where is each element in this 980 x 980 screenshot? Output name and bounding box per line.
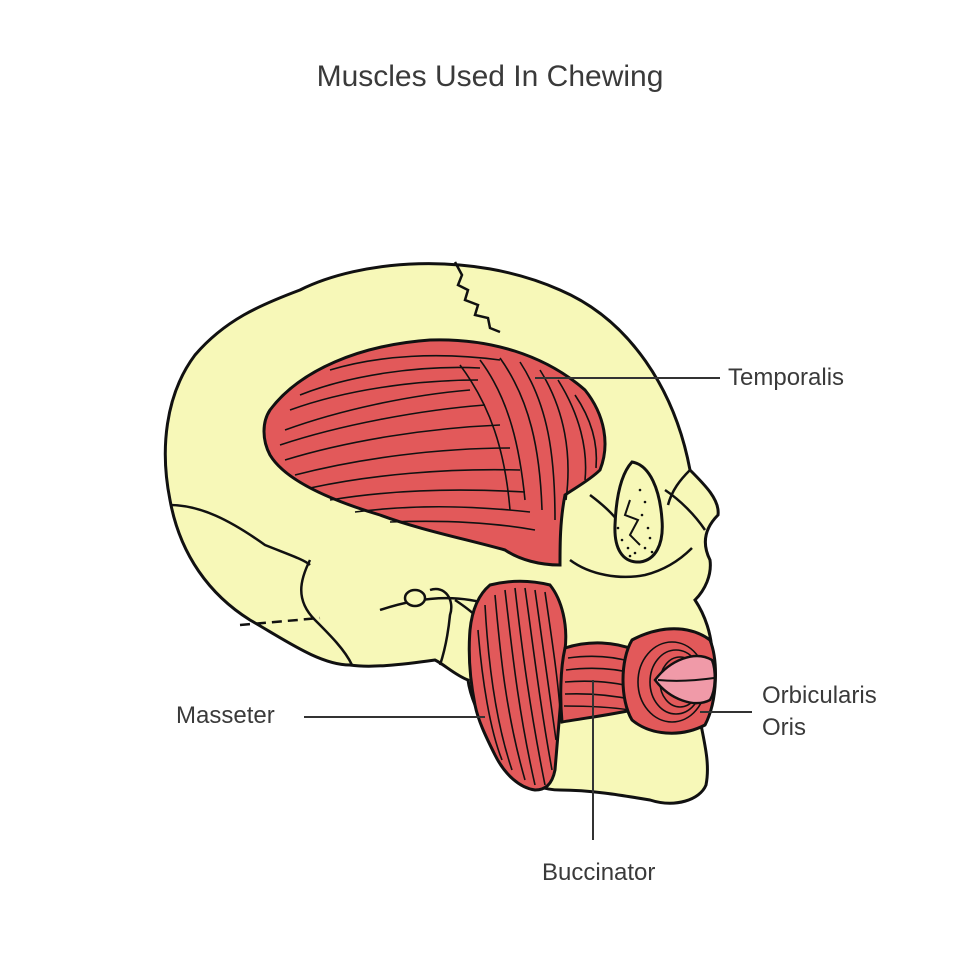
- buccinator-muscle: [559, 641, 640, 724]
- orbicularis-label-line2: Oris: [762, 714, 806, 741]
- lips: [653, 654, 716, 705]
- masseter-muscle: [467, 579, 568, 792]
- temporalis-muscle: [262, 338, 607, 567]
- orbicularis-oris-muscle: [621, 627, 717, 735]
- lambdoid-suture: [300, 559, 354, 666]
- squamosal-suture: [169, 503, 311, 566]
- maxilla-line: [569, 547, 693, 579]
- diagram-title: Muscles Used In Chewing: [316, 60, 664, 93]
- orbicularis-oris-label: Orbicularis Oris: [762, 680, 877, 744]
- ear-canal: [403, 588, 427, 608]
- coronal-suture: [453, 261, 501, 334]
- masseter-label: Masseter: [176, 702, 275, 729]
- buccinator-label: Buccinator: [542, 859, 656, 886]
- temporalis-label: Temporalis: [728, 364, 845, 391]
- mastoid-process: [429, 587, 453, 666]
- nasal-line: [666, 469, 691, 506]
- orbicularis-label-line1: Orbicularis: [762, 682, 877, 709]
- orbit-fissure: [623, 499, 641, 546]
- occipital-dashed-suture: [239, 616, 321, 627]
- orbit-stipple: [616, 488, 654, 558]
